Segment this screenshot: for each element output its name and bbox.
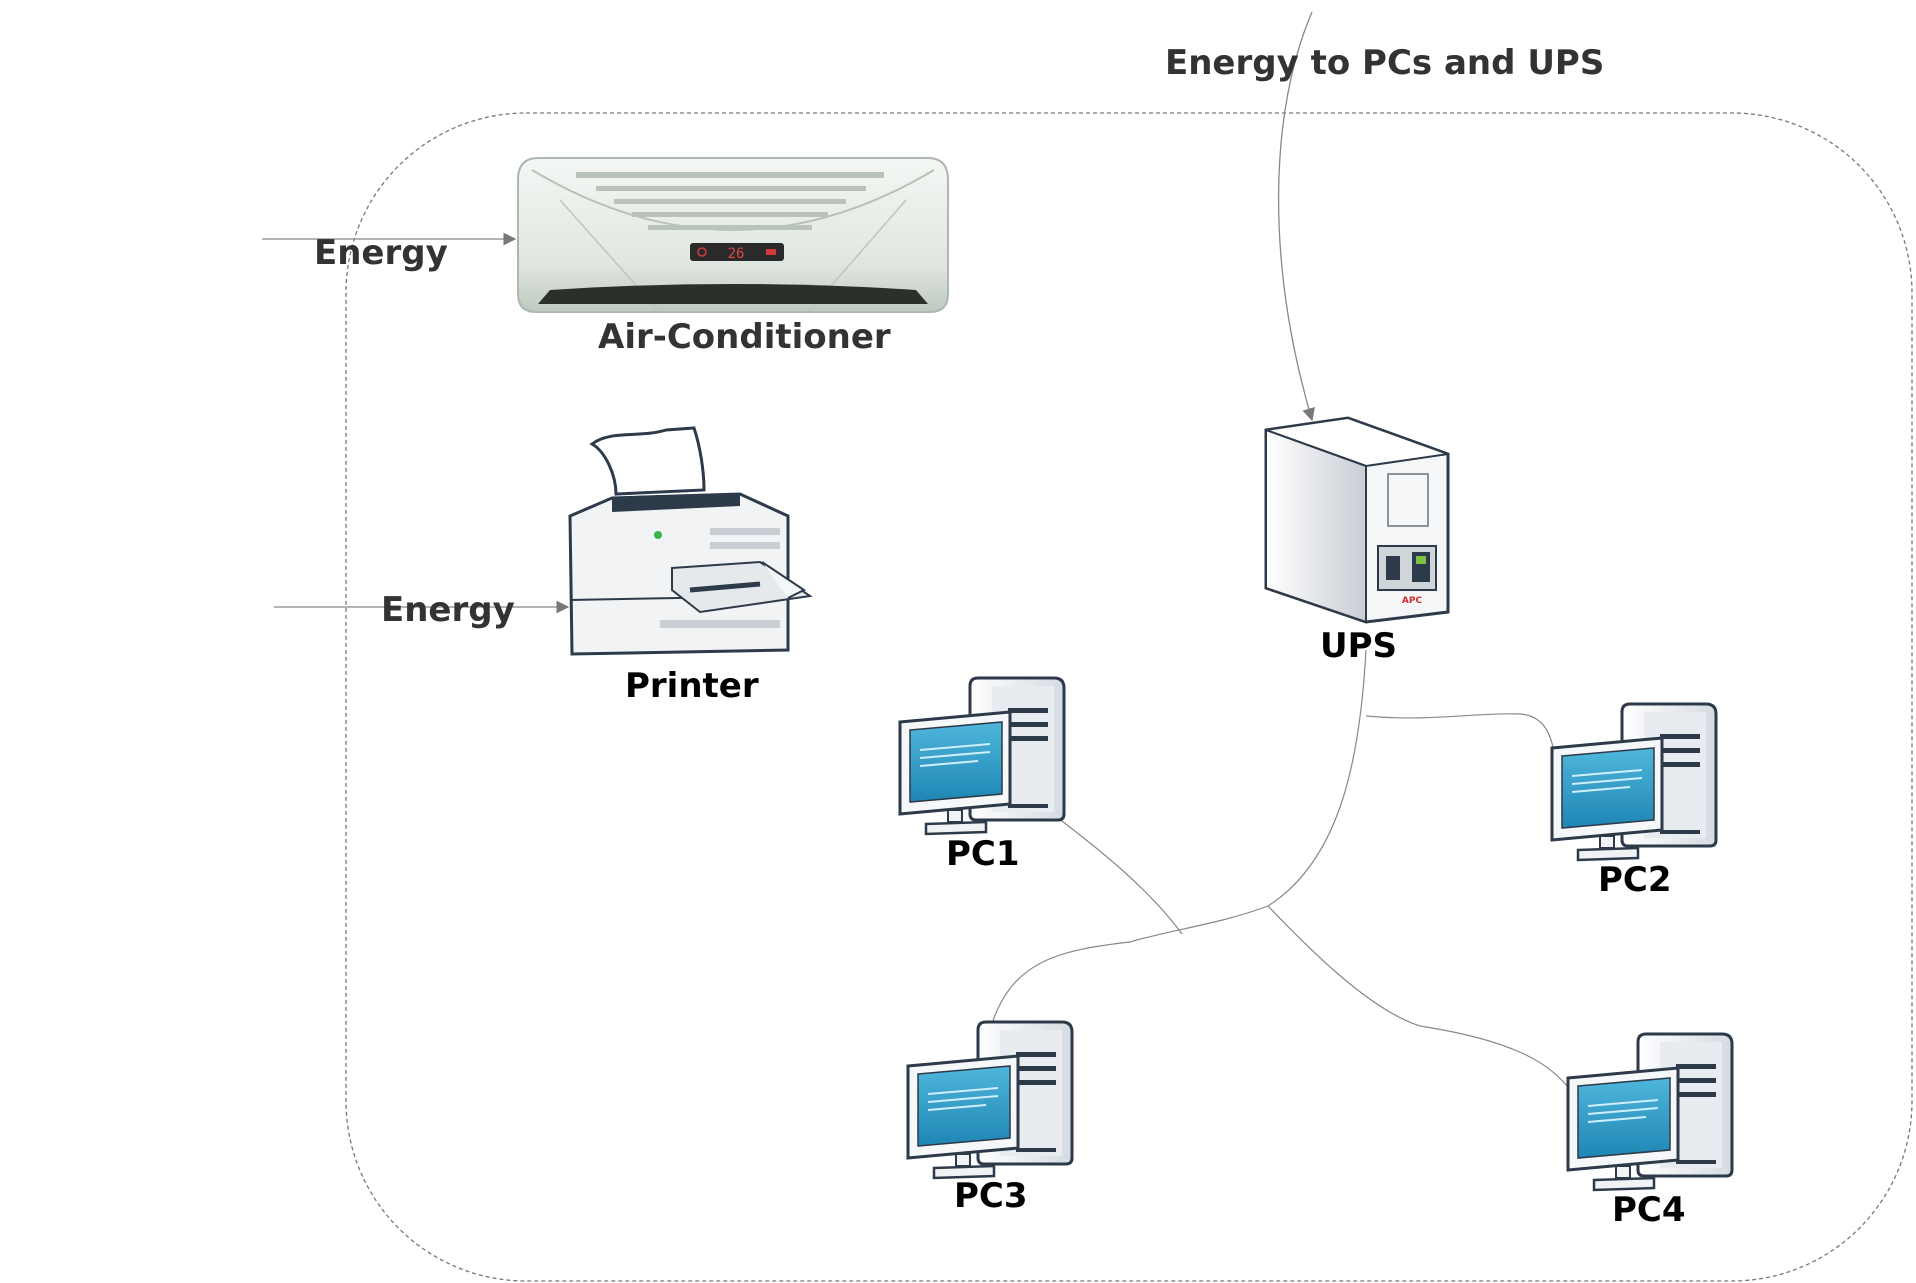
ups-distribution-lines <box>989 649 1571 1091</box>
ups-brand-logo: APC <box>1402 596 1423 606</box>
pc1-label: PC1 <box>946 834 1020 874</box>
pc3-icon <box>906 1020 1074 1180</box>
energy-printer-label: Energy <box>381 590 515 630</box>
pc4-icon <box>1566 1032 1734 1192</box>
ups-icon <box>1264 416 1450 624</box>
ac-display-readout: 26 <box>728 246 745 262</box>
energy-ac-label: Energy <box>314 233 448 273</box>
pc2-icon <box>1550 702 1718 862</box>
room-boundary <box>345 112 1913 1282</box>
pc2-label: PC2 <box>1598 860 1672 900</box>
air-conditioner-label: Air-Conditioner <box>598 317 891 357</box>
pc1-icon <box>898 676 1066 836</box>
pc3-label: PC3 <box>954 1176 1028 1216</box>
energy-feed-ups-arrow <box>1277 11 1315 422</box>
printer-label: Printer <box>625 666 759 706</box>
pc4-label: PC4 <box>1612 1190 1686 1230</box>
air-conditioner-icon <box>517 157 949 313</box>
printer-icon <box>568 426 813 656</box>
ups-label: UPS <box>1320 626 1398 666</box>
energy-to-pcs-and-ups-label: Energy to PCs and UPS <box>1165 43 1605 83</box>
